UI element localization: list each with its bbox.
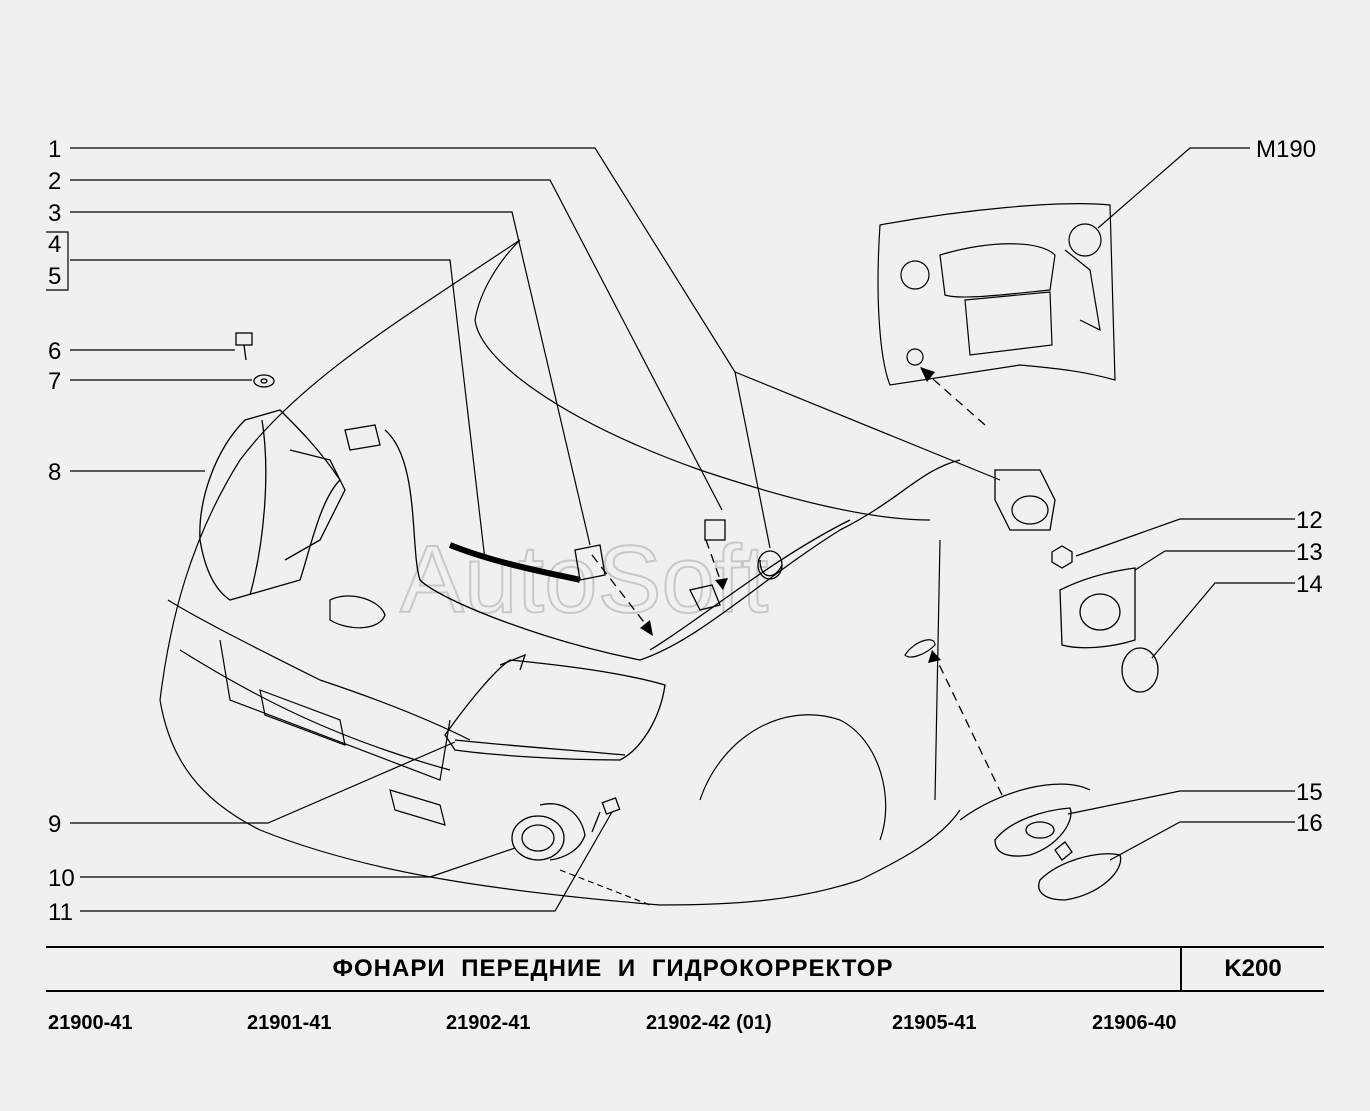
callout-2: 2 xyxy=(48,168,61,195)
model-code: 21902-41 xyxy=(446,1012,531,1034)
model-code: 21900-41 xyxy=(48,1012,133,1034)
callout-10: 10 xyxy=(48,865,75,892)
callout-11: 11 xyxy=(48,899,73,926)
callout-14: 14 xyxy=(1296,571,1323,598)
corrector-cables xyxy=(344,424,961,661)
model-code: 21906-40 xyxy=(1092,1012,1177,1034)
corrector-unit xyxy=(994,469,1159,693)
callout-9: 9 xyxy=(48,811,61,838)
callout-m190: M190 xyxy=(1256,136,1316,163)
callout-6: 6 xyxy=(48,338,61,365)
callout-1: 1 xyxy=(48,136,61,163)
callout-5: 5 xyxy=(48,263,61,290)
parts-diagram: AutoSoft xyxy=(46,136,1323,926)
headlight-right xyxy=(444,653,666,761)
assembly-arrows xyxy=(591,371,1003,796)
page-title: ФОНАРИ ПЕРЕДНИЕ И ГИДРОКОРРЕКТОР xyxy=(332,955,894,982)
callout-7: 7 xyxy=(48,368,61,395)
model-code: 21902-42 (01) xyxy=(646,1012,772,1034)
model-list: 21900-41 21901-41 21902-41 21902-42 (01)… xyxy=(0,1012,1370,1046)
headlight-left xyxy=(199,409,346,601)
callout-15: 15 xyxy=(1296,779,1323,806)
model-code: 21905-41 xyxy=(892,1012,977,1034)
fog-light xyxy=(511,803,586,861)
callout-4: 4 xyxy=(48,231,61,258)
callout-13: 13 xyxy=(1296,539,1323,566)
model-code: 21901-41 xyxy=(247,1012,332,1034)
callout-3: 3 xyxy=(48,200,61,227)
callout-8: 8 xyxy=(48,459,61,486)
arrow-heads xyxy=(640,367,941,663)
title-divider xyxy=(1180,948,1182,990)
title-bar: ФОНАРИ ПЕРЕДНИЕ И ГИДРОКОРРЕКТОР K200 xyxy=(46,946,1324,992)
callout-12: 12 xyxy=(1296,507,1323,534)
bolt-washer xyxy=(235,332,275,388)
callout-16: 16 xyxy=(1296,810,1323,837)
car-body-outline xyxy=(159,239,1091,906)
side-repeater xyxy=(994,807,1122,901)
screw xyxy=(591,797,621,833)
dashboard-drawing xyxy=(877,203,1116,386)
page-code: K200 xyxy=(1224,955,1282,982)
leader-lines xyxy=(46,147,1295,912)
